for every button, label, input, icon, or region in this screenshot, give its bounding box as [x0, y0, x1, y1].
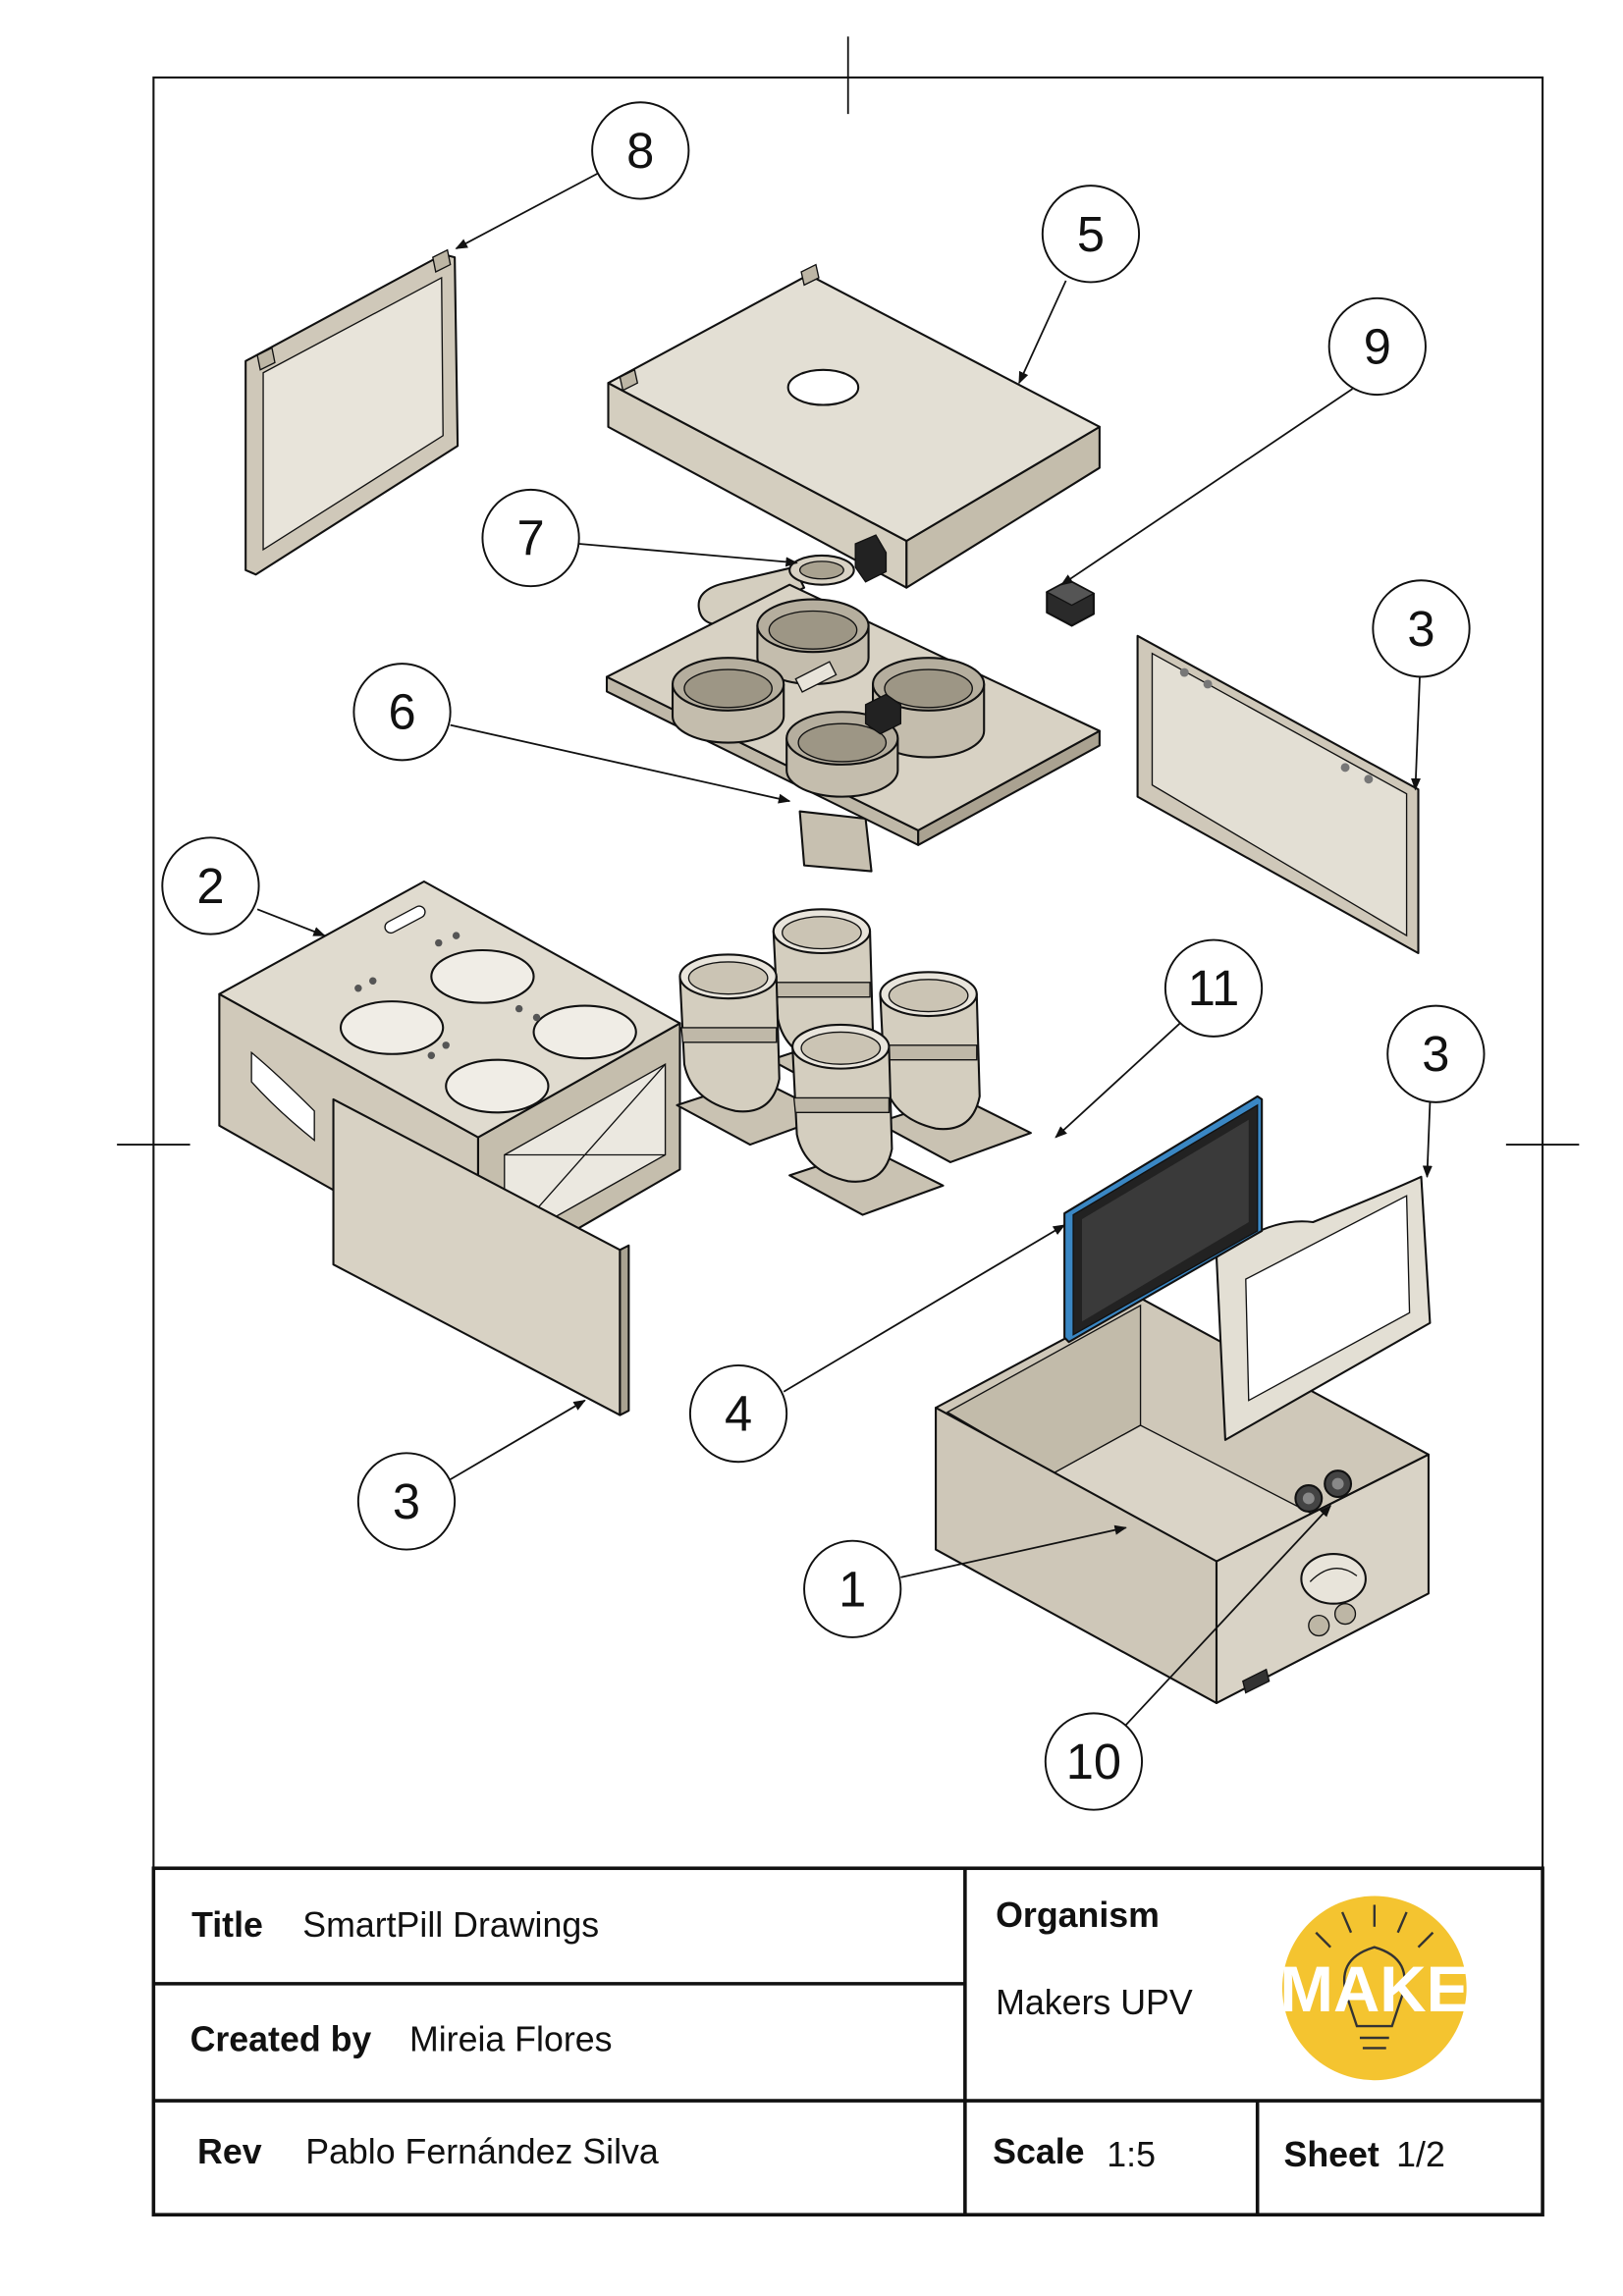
- leader-line-1: [900, 1524, 1127, 1578]
- leader-line-3-top: [1410, 676, 1421, 791]
- title-block: Title SmartPill Drawings Created by Mire…: [151, 1866, 1544, 2216]
- balloon: 4: [688, 1363, 788, 1464]
- leader-line-3-mid: [1422, 1101, 1433, 1179]
- balloon: 2: [161, 836, 260, 935]
- part-10-sensor: [1294, 1469, 1353, 1513]
- storage-hole-3: [532, 1004, 637, 1060]
- leader-line-4: [783, 1224, 1066, 1393]
- balloon: 3: [1372, 579, 1471, 678]
- gauge-window: [1300, 1553, 1367, 1605]
- part-9-component: [1045, 579, 1096, 627]
- part-3-side-panel-right: [1136, 634, 1420, 955]
- title-label: Title: [191, 1905, 263, 1945]
- scale-label: Scale: [993, 2132, 1084, 2171]
- balloon: 5: [1041, 185, 1141, 284]
- balloon-number: 3: [1407, 601, 1434, 657]
- leader-line-5: [1018, 280, 1067, 385]
- tube-3: [876, 971, 1032, 1163]
- sheet-value: 1/2: [1396, 2135, 1445, 2174]
- part-8-side-panel: [244, 248, 460, 576]
- balloon: 10: [1044, 1712, 1144, 1811]
- tube-2: [676, 953, 832, 1147]
- leader-line-11: [1055, 1022, 1181, 1139]
- leader-line-3-bottom: [450, 1399, 586, 1480]
- part-7-chute: [697, 554, 855, 626]
- balloon-number: 5: [1077, 206, 1105, 262]
- leader-line-2: [256, 908, 326, 936]
- title-value: SmartPill Drawings: [302, 1905, 599, 1945]
- sheet-label: Sheet: [1284, 2135, 1380, 2174]
- balloon-number: 6: [388, 684, 415, 740]
- rev-value: Pablo Fernández Silva: [305, 2132, 659, 2171]
- lid-button: [854, 534, 888, 583]
- balloons: 8 5 9 7 3 6 2 11 3 4 3 1 10: [161, 101, 1486, 1811]
- scale-value: 1:5: [1107, 2135, 1156, 2174]
- tube-4: [788, 1023, 945, 1216]
- balloon: 1: [803, 1539, 902, 1638]
- part-4-display: [1063, 1095, 1264, 1344]
- leader-line-6: [450, 723, 791, 804]
- plate-module: [864, 693, 902, 735]
- part-5-top-lid: [607, 263, 1101, 589]
- balloon: 7: [481, 488, 580, 588]
- balloon-number: 11: [1188, 960, 1240, 1016]
- balloon: 8: [591, 101, 690, 200]
- organism-label: Organism: [996, 1896, 1160, 1935]
- cup-3: [872, 657, 986, 759]
- cup-1: [756, 598, 870, 685]
- balloon: 11: [1163, 938, 1264, 1038]
- balloon-number: 3: [1422, 1026, 1449, 1082]
- created-by-value: Mireia Flores: [409, 2019, 613, 2058]
- balloon-number: 8: [626, 123, 654, 179]
- display-screen: [1082, 1119, 1249, 1322]
- balloon: 3: [356, 1452, 457, 1551]
- storage-hole-4: [445, 1058, 550, 1114]
- balloon-number: 7: [516, 510, 544, 566]
- balloon-number: 4: [725, 1386, 752, 1442]
- balloon-number: 9: [1364, 318, 1391, 374]
- cup-2: [671, 657, 785, 744]
- leader-line-9: [1060, 388, 1353, 586]
- leader-line-7: [578, 543, 798, 567]
- leader-line-8: [455, 171, 600, 249]
- part-11-dispenser-tubes: [676, 908, 1032, 1216]
- balloon-number: 2: [196, 858, 224, 914]
- balloon-number: 3: [393, 1473, 420, 1529]
- balloon-number: 10: [1066, 1734, 1121, 1789]
- storage-hole-1: [339, 1000, 445, 1055]
- part-6-pill-plate: [605, 583, 1101, 873]
- balloon: 9: [1327, 296, 1427, 397]
- logo-text: MAKE: [1279, 1953, 1469, 2025]
- lid-hole: [786, 368, 860, 406]
- part-3-display-frame: [1215, 1175, 1432, 1441]
- rev-label: Rev: [197, 2132, 262, 2171]
- leader-line-10: [1125, 1505, 1332, 1726]
- storage-hole-2: [430, 948, 535, 1004]
- organism-value: Makers UPV: [996, 1983, 1193, 2022]
- created-by-label: Created by: [190, 2019, 372, 2058]
- leader-lines: [256, 171, 1433, 1726]
- make-logo: MAKE: [1279, 1896, 1469, 2081]
- balloon-number: 1: [839, 1561, 866, 1617]
- balloon: 3: [1386, 1004, 1486, 1103]
- balloon: 6: [352, 663, 452, 762]
- part-3-side-panel-front: [332, 1097, 630, 1416]
